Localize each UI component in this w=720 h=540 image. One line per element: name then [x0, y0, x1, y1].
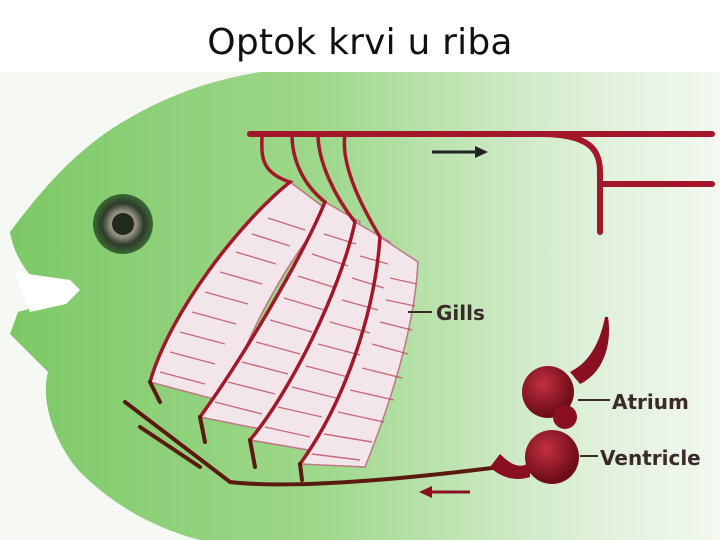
label-atrium: Atrium: [612, 390, 689, 414]
gill-arches: [148, 133, 419, 468]
fish-circulation-diagram: Gills Atrium Ventricle: [0, 72, 720, 540]
arrow-right-icon: [432, 146, 488, 158]
label-gills: Gills: [436, 301, 485, 325]
ventricle-chamber: [525, 430, 579, 484]
dorsal-aorta: [247, 131, 715, 235]
label-leaders: [408, 311, 610, 457]
label-ventricle: Ventricle: [600, 446, 701, 470]
ventral-aorta: [123, 380, 502, 487]
fish-pupil: [112, 213, 134, 235]
arrow-left-icon: [419, 486, 470, 498]
slide-title: Optok krvi u riba: [207, 22, 513, 63]
fish-heart: [490, 317, 610, 484]
atrium-chamber: [522, 366, 574, 418]
fish-mouth: [14, 272, 80, 312]
